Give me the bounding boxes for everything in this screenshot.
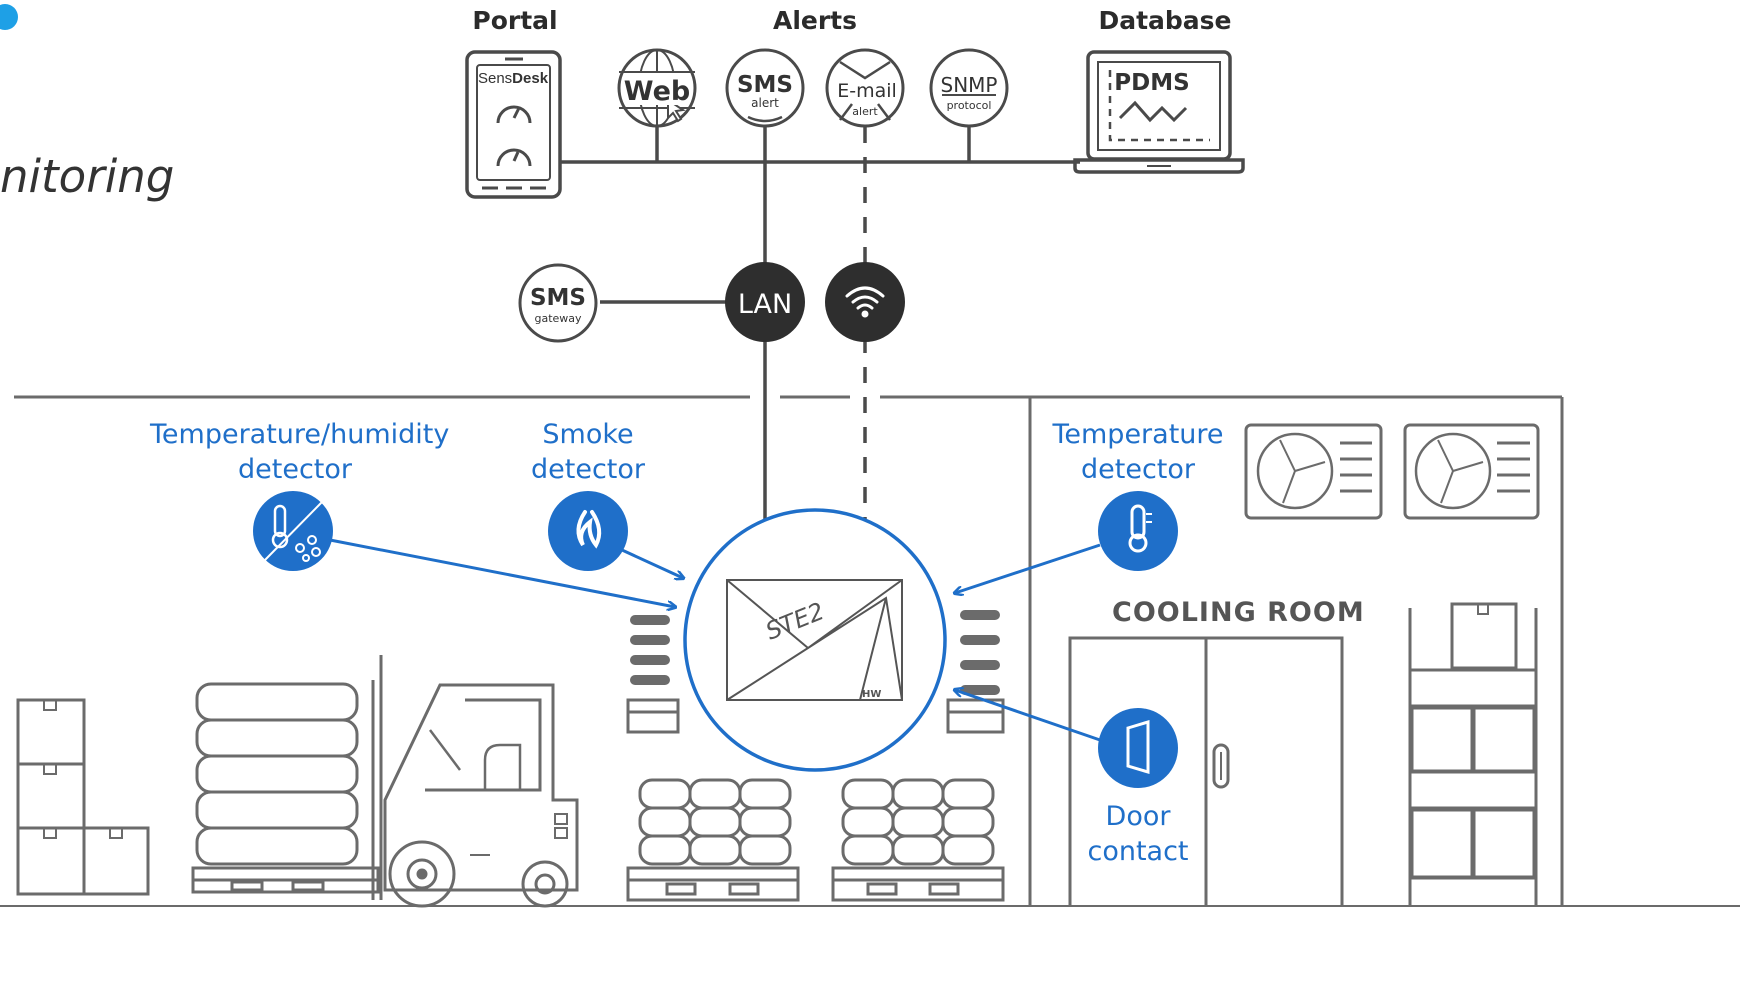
temp-humidity-label: Temperature/humidity detector [150, 417, 450, 487]
cooling-room-door [1068, 636, 1344, 906]
ac-unit-2 [1403, 423, 1540, 520]
email-alert-sub: alert [852, 105, 878, 118]
database-screen-label: PDMS [1114, 70, 1189, 96]
door-icon [1098, 708, 1178, 788]
alerts-header: Alerts [772, 6, 858, 35]
page-subtitle: nitoring [0, 150, 175, 203]
sensor-arrows [329, 538, 1101, 742]
database-header: Database [1098, 6, 1232, 35]
door-line2: contact [1087, 836, 1189, 867]
database-laptop [1073, 50, 1245, 174]
snmp-label: SNMP [941, 73, 998, 97]
email-alert-icon [825, 48, 905, 128]
door-contact-label: Door contact [1068, 799, 1208, 869]
ste2-device-circle [683, 508, 947, 772]
snmp-protocol-icon [929, 48, 1009, 128]
temp-humidity-line2: detector [238, 454, 352, 485]
portal-tablet [465, 50, 562, 199]
building-outline [0, 395, 1740, 907]
smoke-label: Smoke detector [508, 417, 668, 487]
sms-alert-sub: alert [751, 96, 779, 110]
flame-icon [548, 491, 628, 571]
pallet-stack [191, 682, 380, 894]
pallet-center-left [626, 615, 800, 902]
pallet-center-right [831, 610, 1005, 902]
temp-humidity-line1: Temperature/humidity [150, 419, 450, 450]
portal-brand-plain: Sens [478, 70, 512, 87]
portal-header: Portal [472, 6, 558, 35]
ste2-device [726, 579, 903, 701]
snmp-sub: protocol [947, 99, 992, 112]
brand-logo-dot [0, 4, 18, 30]
smoke-line2: detector [531, 454, 645, 485]
email-alert-label: E-mail [837, 80, 897, 102]
cooling-room-label: COOLING ROOM [1112, 597, 1365, 628]
wifi-icon [825, 262, 905, 342]
lan-node [725, 262, 805, 342]
portal-brand-bold: Desk [512, 70, 549, 87]
droplets-icon [295, 535, 321, 562]
lan-label: LAN [738, 289, 792, 320]
sms-gateway-label: SMS [530, 285, 586, 311]
boxes-left [16, 698, 150, 896]
web-label: Web [624, 76, 690, 107]
sms-alert-label: SMS [737, 72, 793, 98]
temperature-label: Temperature detector [1048, 417, 1228, 487]
vendor-label: HW [862, 689, 881, 700]
ac-unit-1 [1244, 423, 1383, 520]
sms-alert-icon [725, 48, 805, 128]
thermometer-icon [253, 491, 333, 571]
thermometer-sensor-icon [1098, 491, 1178, 571]
portal-app-brand: SensDesk [478, 70, 549, 87]
temperature-line1: Temperature [1052, 419, 1224, 450]
smoke-line1: Smoke [542, 419, 634, 450]
forklift-icon [371, 655, 579, 908]
shelving-right [1408, 602, 1538, 906]
temperature-line2: detector [1081, 454, 1195, 485]
sms-gateway-node [518, 263, 598, 343]
sms-gateway-sub: gateway [534, 312, 582, 325]
door-line1: Door [1105, 801, 1171, 832]
